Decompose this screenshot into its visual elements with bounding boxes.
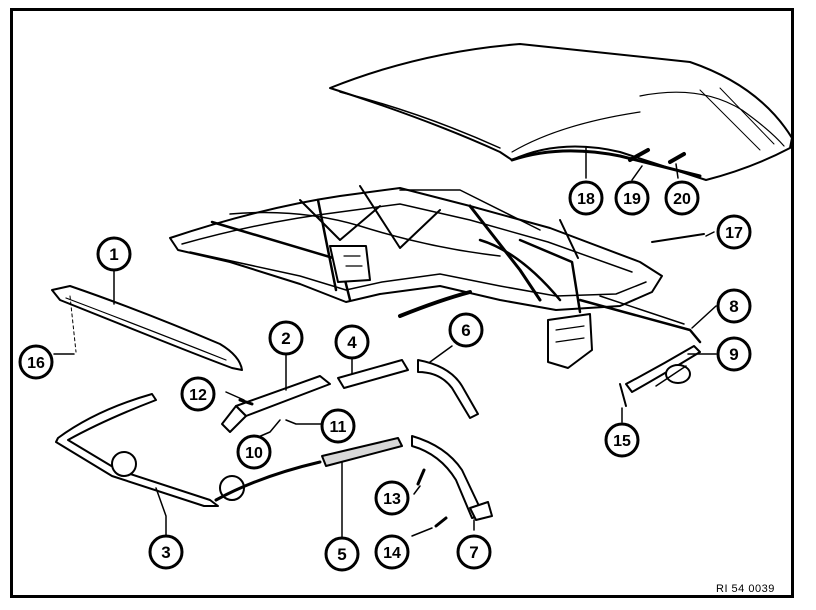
- part-14-screw: [434, 516, 448, 528]
- callout-9: 9: [716, 336, 752, 372]
- callout-12: 12: [180, 376, 216, 412]
- callout-8: 8: [716, 288, 752, 324]
- part-4-strip: [337, 359, 409, 389]
- callout-number: 17: [725, 225, 743, 242]
- callout-number: 1: [109, 245, 118, 264]
- callout-circle: [374, 534, 410, 570]
- callout-number: 5: [337, 545, 346, 564]
- callout-circle: [96, 236, 132, 272]
- callout-number: 2: [281, 329, 290, 348]
- callout-number: 18: [577, 191, 595, 208]
- callout-2: 2: [268, 320, 304, 356]
- reference-code: RI 54 0039: [716, 583, 775, 595]
- callout-number: 9: [729, 345, 738, 364]
- callout-3: 3: [148, 534, 184, 570]
- callout-6: 6: [448, 312, 484, 348]
- callout-number: 12: [189, 387, 207, 404]
- part-1-strip: [51, 285, 243, 371]
- callout-number: 14: [383, 545, 401, 562]
- callout-circle: [448, 312, 484, 348]
- callout-circle: [148, 534, 184, 570]
- part-12-clip: [238, 398, 254, 406]
- callout-circle: [180, 376, 216, 412]
- callout-circle: [614, 180, 650, 216]
- callout-circle: [374, 480, 410, 516]
- callout-10: 10: [236, 434, 272, 470]
- part-5-strip: [321, 437, 403, 467]
- callout-circle: [334, 324, 370, 360]
- callout-11: 11: [320, 408, 356, 444]
- leader-lines: [53, 147, 717, 539]
- diagram-frame: [10, 8, 794, 598]
- soft-top-cover: [329, 43, 793, 181]
- callout-16: 16: [18, 344, 54, 380]
- part-17-pin: [651, 233, 705, 243]
- callout-number: 19: [623, 191, 641, 208]
- callout-circle: [664, 180, 700, 216]
- callout-15: 15: [604, 422, 640, 458]
- callout-7: 7: [456, 534, 492, 570]
- callout-circle: [604, 422, 640, 458]
- callout-circle: [716, 214, 752, 250]
- top-frame: [169, 185, 702, 369]
- part-2-strip: [235, 375, 331, 417]
- callout-number: 8: [729, 297, 738, 316]
- callout-number: 3: [161, 543, 170, 562]
- callout-13: 13: [374, 480, 410, 516]
- callout-1: 1: [96, 236, 132, 272]
- callout-circle: [324, 536, 360, 572]
- callout-number: 7: [469, 543, 478, 562]
- callout-number: 16: [27, 355, 45, 372]
- callout-17: 17: [716, 214, 752, 250]
- callout-circle: [456, 534, 492, 570]
- callout-20: 20: [664, 180, 700, 216]
- callout-circle: [18, 344, 54, 380]
- callout-number: 13: [383, 491, 401, 508]
- callout-19: 19: [614, 180, 650, 216]
- part-13-screw: [416, 468, 426, 486]
- callout-4: 4: [334, 324, 370, 360]
- callout-circle: [268, 320, 304, 356]
- callout-number: 6: [461, 321, 470, 340]
- part-6-strip: [417, 359, 479, 419]
- callout-circle: [716, 336, 752, 372]
- part-9-piece: [665, 364, 691, 384]
- part-3-strip: [55, 393, 219, 507]
- callout-number: 15: [613, 433, 631, 450]
- callout-18: 18: [568, 180, 604, 216]
- callout-number: 11: [330, 419, 347, 436]
- callout-number: 10: [245, 445, 263, 462]
- part-8-strip: [625, 345, 701, 393]
- callout-number: 20: [673, 191, 691, 208]
- callout-5: 5: [324, 536, 360, 572]
- callout-circle: [320, 408, 356, 444]
- callout-circle: [236, 434, 272, 470]
- callout-number: 4: [347, 333, 357, 352]
- callout-14: 14: [374, 534, 410, 570]
- callout-circle: [568, 180, 604, 216]
- part-15-screw: [619, 383, 627, 407]
- callout-circle: [716, 288, 752, 324]
